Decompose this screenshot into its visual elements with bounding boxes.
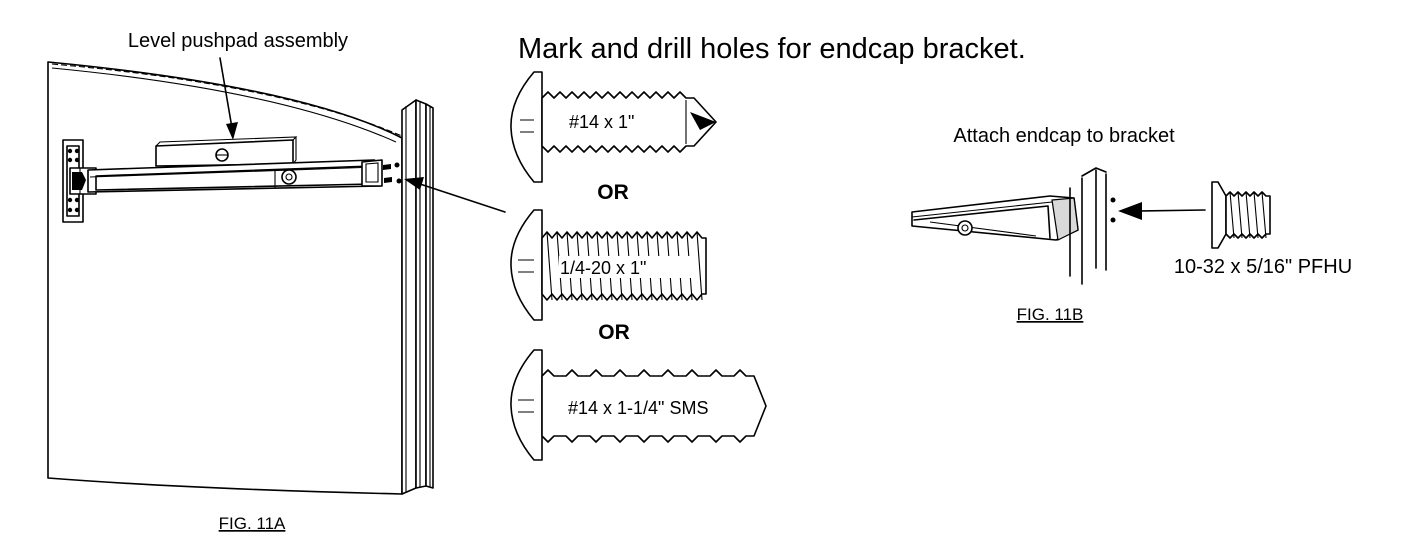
or-label-1: OR bbox=[597, 181, 629, 204]
or-label-2: OR bbox=[598, 321, 630, 344]
screw-machine bbox=[510, 209, 707, 321]
flat-head-screw bbox=[1211, 181, 1271, 249]
drill-leader-arrow bbox=[404, 177, 506, 213]
door-frame-jamb bbox=[401, 99, 434, 495]
screw-sheet-metal bbox=[510, 349, 767, 461]
page-title: Mark and drill holes for endcap bracket. bbox=[518, 33, 1026, 65]
attach-endcap-callout: Attach endcap to bracket bbox=[953, 125, 1175, 147]
screw-self-drilling bbox=[510, 71, 717, 183]
fig-11a-caption: FIG. 11A bbox=[219, 514, 286, 533]
fastener-label-2: 1/4-20 x 1" bbox=[560, 258, 646, 278]
endcap-screw-arrow bbox=[1118, 202, 1206, 220]
level-callout-arrow bbox=[219, 57, 238, 140]
pushpad-level bbox=[155, 136, 298, 167]
endcap-screw-label: 10-32 x 5/16" PFHU bbox=[1174, 256, 1352, 278]
fig-11b-caption: FIG. 11B bbox=[1017, 305, 1084, 324]
fastener-label-3: #14 x 1-1/4" SMS bbox=[568, 398, 708, 418]
endcap-mount-surface bbox=[1069, 167, 1116, 285]
fastener-label-1: #14 x 1" bbox=[569, 112, 634, 132]
door-panel bbox=[47, 61, 403, 495]
endcap-bar bbox=[911, 195, 1079, 241]
pushpad-rail bbox=[87, 159, 402, 193]
level-pushpad-callout: Level pushpad assembly bbox=[128, 30, 348, 52]
